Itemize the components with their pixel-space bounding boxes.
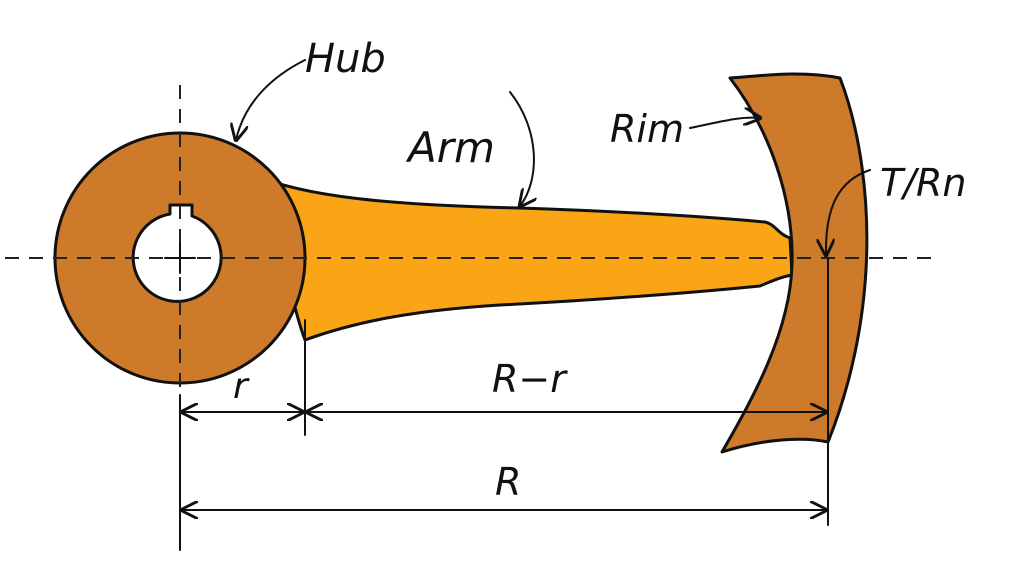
label-R: R bbox=[495, 460, 521, 504]
label-tension: T/Rn bbox=[880, 161, 967, 205]
label-rim: Rim bbox=[610, 107, 684, 151]
label-r-minus-r: R−r bbox=[492, 357, 568, 401]
label-r: r bbox=[233, 366, 250, 407]
rim-leader-arrow bbox=[689, 118, 760, 129]
label-arm: Arm bbox=[405, 123, 495, 172]
bore-hole bbox=[131, 203, 223, 303]
arm-leader-arrow bbox=[509, 91, 534, 206]
tension-force-arrow bbox=[826, 169, 871, 255]
hub-leader-arrow bbox=[236, 59, 306, 140]
label-hub: Hub bbox=[305, 36, 386, 82]
